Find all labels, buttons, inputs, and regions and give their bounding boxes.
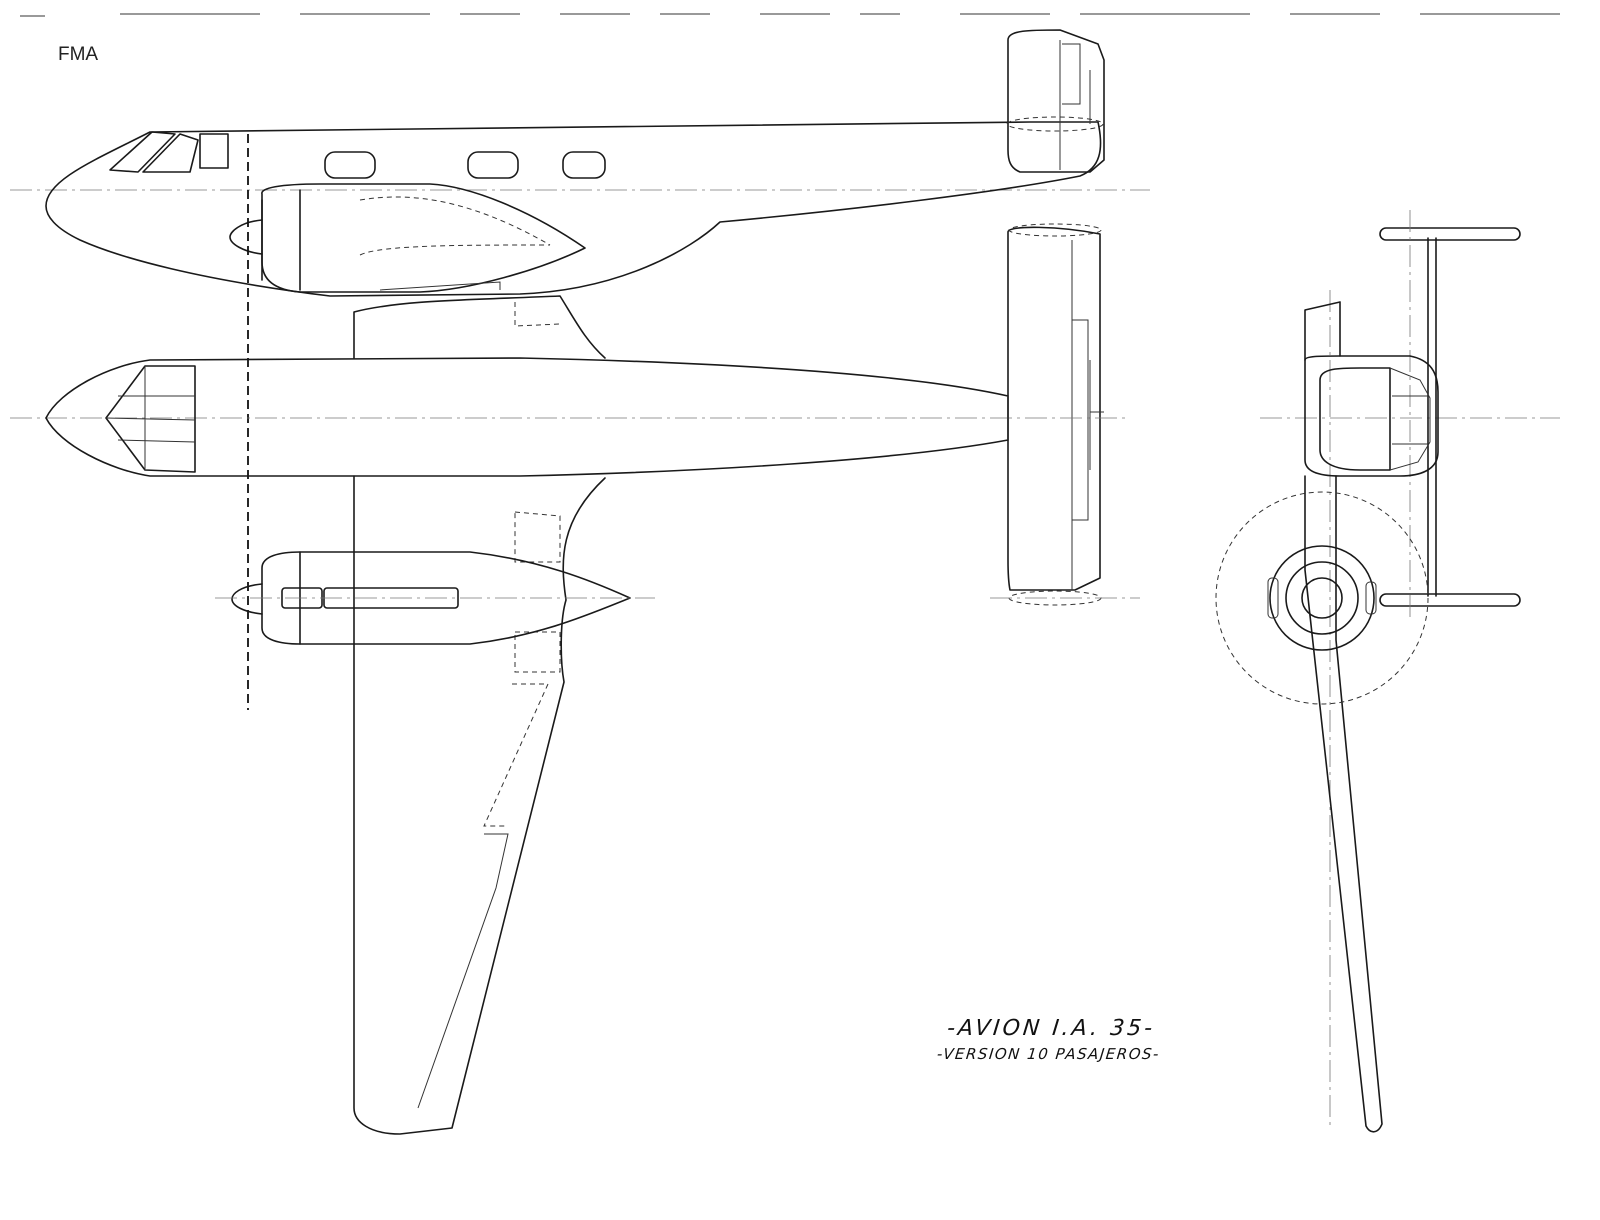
cabin-window-1 xyxy=(324,151,376,179)
top-edge-marks xyxy=(20,13,1560,17)
front-lower-stabilizer xyxy=(1379,593,1521,607)
cabin-window-3 xyxy=(562,151,606,179)
front-propeller-disc xyxy=(1215,491,1429,705)
front-wing-lower xyxy=(1304,475,1383,1133)
front-fin xyxy=(1427,237,1437,597)
top-spinner xyxy=(231,583,263,615)
cockpit-window-1 xyxy=(109,131,176,173)
drawing-title: -AVION I.A. 35- xyxy=(945,1016,1157,1041)
side-spinner xyxy=(229,219,263,255)
top-fuselage-outline xyxy=(45,357,1009,477)
side-fuselage-outline xyxy=(45,121,1102,297)
top-wing-upper-root xyxy=(353,295,606,359)
side-view xyxy=(10,29,1150,710)
front-fuselage-section xyxy=(1304,355,1439,477)
front-view xyxy=(1215,210,1560,1133)
side-tail-fin xyxy=(1007,29,1105,173)
cockpit-window-2 xyxy=(142,133,199,173)
manufacturer-label: FMA xyxy=(58,44,99,65)
cockpit-window-3 xyxy=(199,133,229,169)
cabin-window-2 xyxy=(467,151,519,179)
side-engine-nacelle xyxy=(261,183,586,293)
top-view xyxy=(10,295,1130,1135)
front-nacelle-outer xyxy=(1269,545,1375,651)
drawing-title-block: -AVION I.A. 35- -VERSION 10 PASAJEROS- xyxy=(918,1016,1183,1063)
drawing-subtitle: -VERSION 10 PASAJEROS- xyxy=(936,1045,1161,1063)
front-upper-stabilizer xyxy=(1379,227,1521,241)
side-stabilizer xyxy=(1007,226,1101,591)
top-wing-lower xyxy=(353,475,606,1135)
